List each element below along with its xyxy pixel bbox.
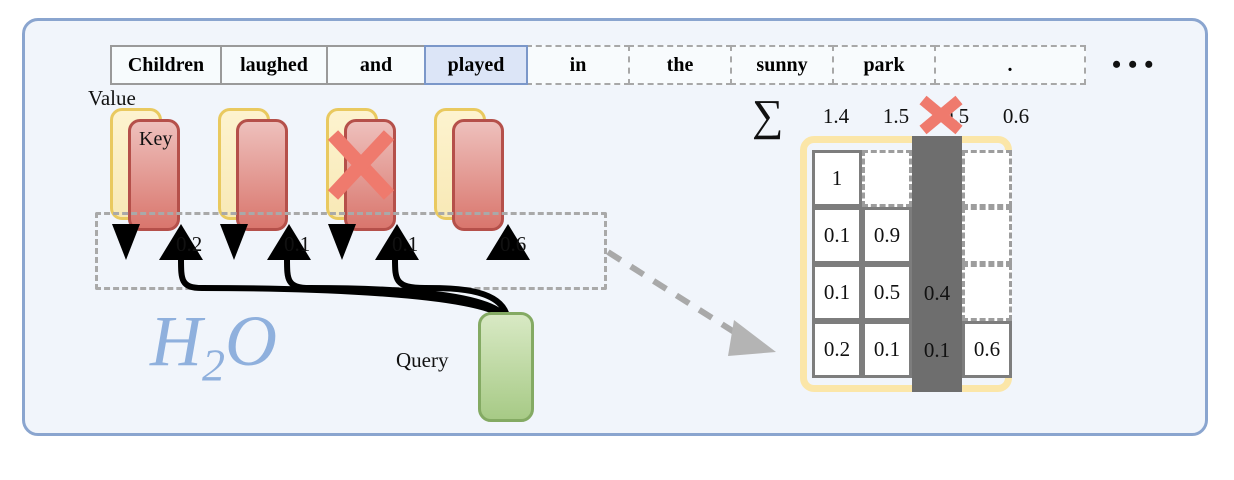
matrix-cell <box>862 150 912 207</box>
evicted-column-x-icon <box>919 95 963 135</box>
matrix-cell: 0.1 <box>812 264 862 321</box>
sentence-token-label: Children <box>127 53 205 76</box>
attention-weight: 0.1 <box>284 232 311 256</box>
matrix-cell: 0.2 <box>812 321 862 378</box>
zoom-connector-arrow <box>606 249 776 356</box>
sentence-token: played <box>424 45 528 85</box>
column-sum-value: 1.5 <box>882 104 910 128</box>
matrix-cell-value: 0.4 <box>923 281 951 305</box>
matrix-cell-value: 0.9 <box>873 223 901 247</box>
matrix-cell: 0.1 <box>862 321 912 378</box>
matrix-cell-value: 0.1 <box>823 223 851 247</box>
method-watermark-2: 2 <box>202 339 225 391</box>
query-label: Query <box>396 348 449 372</box>
sentence-token-label: in <box>569 53 587 76</box>
kv-cache-slot <box>434 108 508 234</box>
method-watermark-o: O <box>225 301 277 381</box>
matrix-cell: 0.5 <box>862 264 912 321</box>
matrix-cell <box>962 150 1012 207</box>
sentence-token-label: . <box>1007 53 1013 76</box>
evicted-column-mask <box>912 136 962 392</box>
sentence-token: . <box>934 45 1086 85</box>
matrix-cell: 1 <box>812 150 862 207</box>
sentence-token-label: the <box>666 53 694 76</box>
matrix-cell-value: 0.1 <box>823 280 851 304</box>
matrix-cell-value: 0.6 <box>973 337 1001 361</box>
attention-weight: 0.6 <box>500 232 527 256</box>
matrix-cell: 0.1 <box>812 207 862 264</box>
sentence-token: the <box>628 45 732 85</box>
sentence-token-label: played <box>447 53 505 76</box>
sentence-token: and <box>326 45 426 85</box>
method-watermark: H2O <box>150 300 277 391</box>
column-sum-value: 0.6 <box>1002 104 1030 128</box>
matrix-cell <box>962 207 1012 264</box>
matrix-cell-value: 0.5 <box>873 280 901 304</box>
sentence-token: Children <box>110 45 222 85</box>
matrix-cell-value: 0.2 <box>823 337 851 361</box>
value-label: Value <box>88 86 136 110</box>
query-card <box>478 312 534 422</box>
matrix-cell: 0.9 <box>862 207 912 264</box>
sentence-token: in <box>526 45 630 85</box>
matrix-cell-value: 0.1 <box>923 338 951 362</box>
sentence-token-row: Children laughed and played in the sunny park. <box>110 45 1086 85</box>
sentence-token: sunny <box>730 45 834 85</box>
column-sum-value: 1.4 <box>822 104 850 128</box>
matrix-cell <box>962 264 1012 321</box>
sigma-symbol: ∑ <box>752 91 784 140</box>
sentence-token: park <box>832 45 936 85</box>
matrix-cell-value: 1 <box>831 166 843 190</box>
attention-weight: 0.1 <box>392 232 419 256</box>
method-watermark-h: H <box>150 301 202 381</box>
sentence-token-label: and <box>359 53 393 76</box>
sentence-token-label: sunny <box>756 53 808 76</box>
attention-weight: 0.2 <box>176 232 203 256</box>
sentence-token-label: laughed <box>240 53 308 76</box>
matrix-cell: 0.6 <box>962 321 1012 378</box>
sentence-token-label: park <box>863 53 905 76</box>
key-label: Key <box>139 128 173 150</box>
matrix-cell-value: 0.1 <box>873 337 901 361</box>
evicted-key-x-icon <box>327 130 395 200</box>
sentence-ellipsis: ••• <box>1112 50 1161 79</box>
sentence-token: laughed <box>220 45 328 85</box>
